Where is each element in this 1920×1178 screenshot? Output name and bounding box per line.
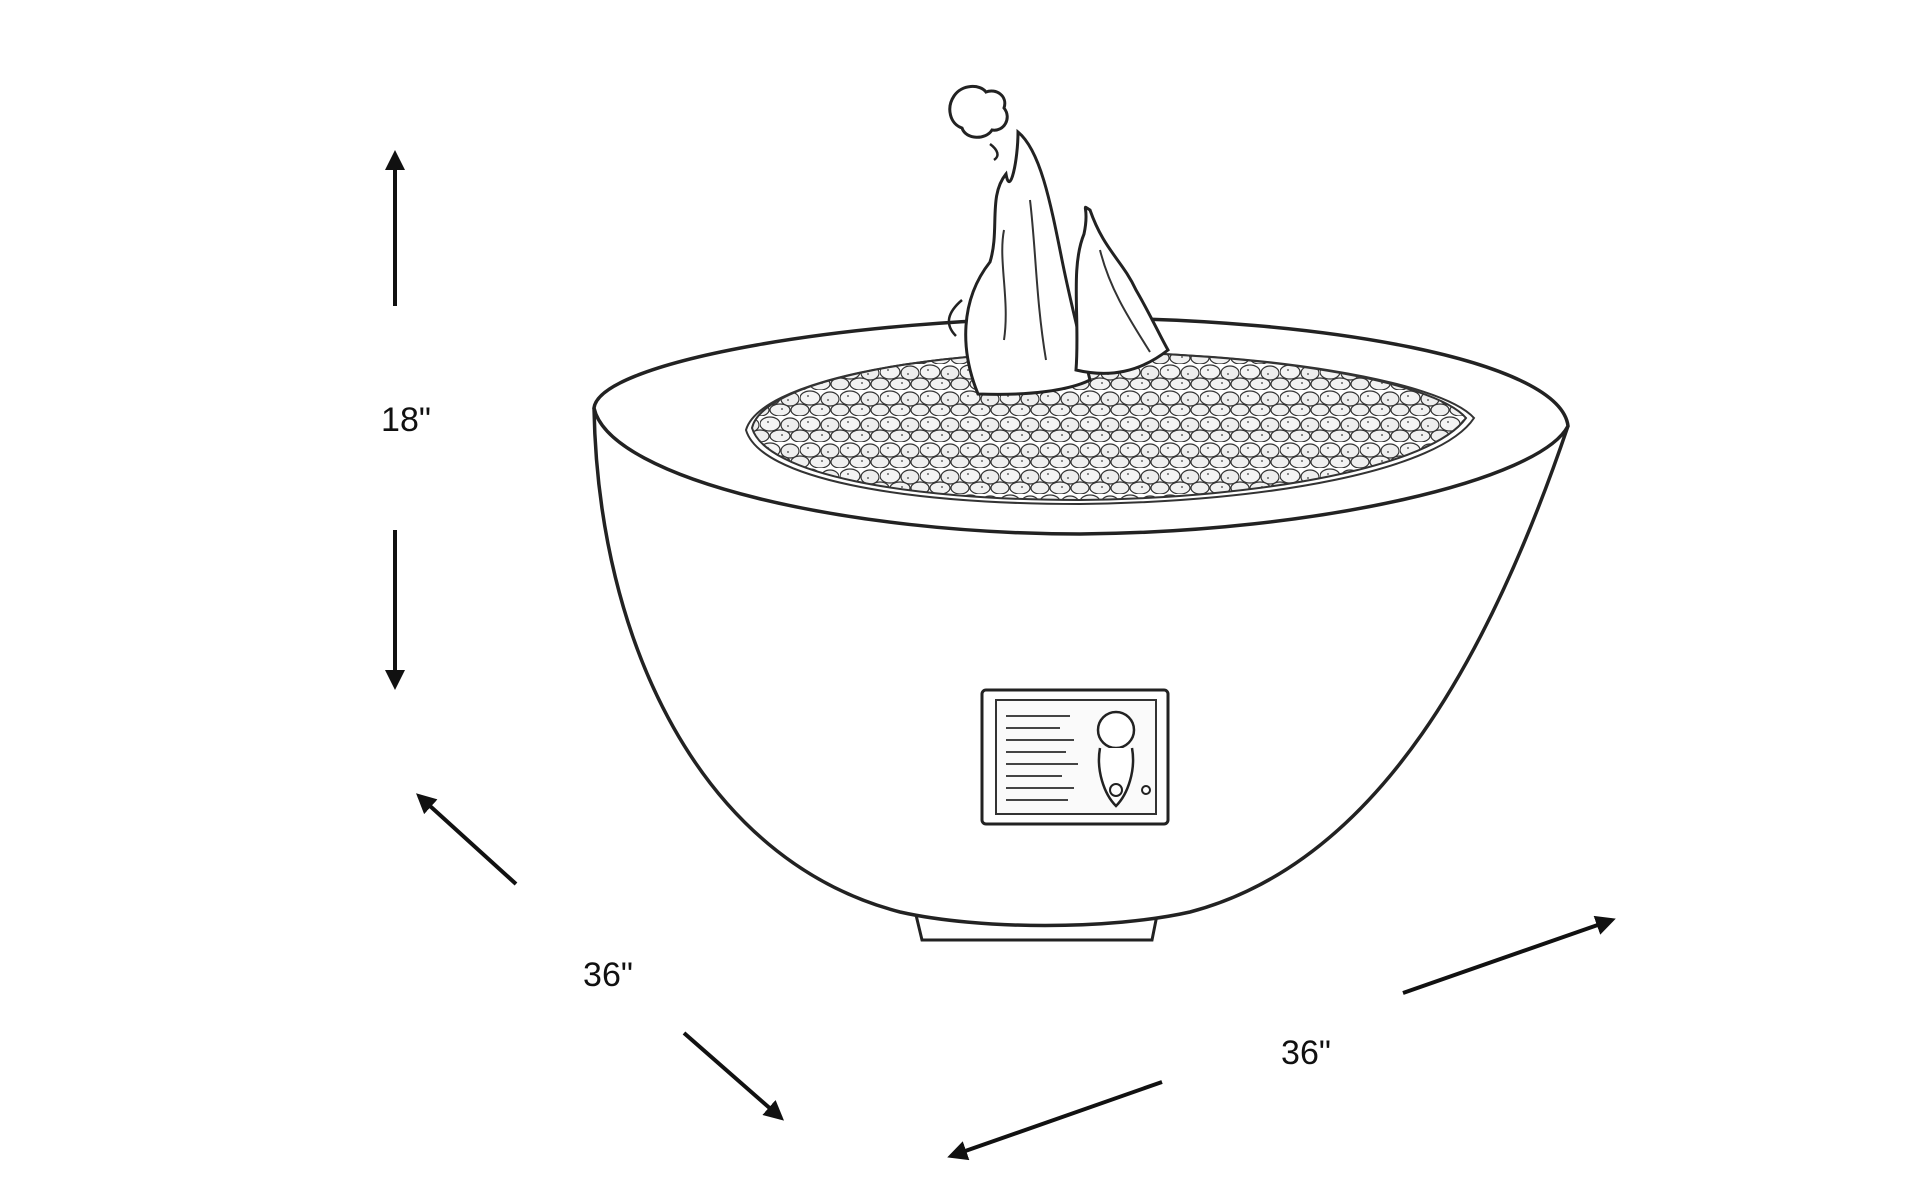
depth-arrow-front <box>682 1031 785 1121</box>
ignition-knob-icon <box>1096 710 1136 750</box>
width-arrow-left <box>947 1080 1163 1161</box>
control-panel-text-lines <box>1006 715 1078 801</box>
bowl-body <box>592 407 1570 928</box>
width-dimension-label: 36" <box>1281 1034 1331 1072</box>
depth-dimension-arrows <box>416 793 785 1121</box>
height-dimension-label: 18" <box>381 401 431 439</box>
flame-icon <box>947 85 1170 396</box>
width-arrow-right <box>1402 915 1616 995</box>
width-dimension-arrows <box>947 915 1616 1161</box>
ember-icon <box>948 85 1009 139</box>
lava-stones <box>750 350 1468 502</box>
depth-arrow-back <box>416 793 518 886</box>
depth-dimension-label: 36" <box>583 956 633 994</box>
control-panel <box>980 688 1170 826</box>
fire-bowl-illustration <box>592 85 1570 942</box>
